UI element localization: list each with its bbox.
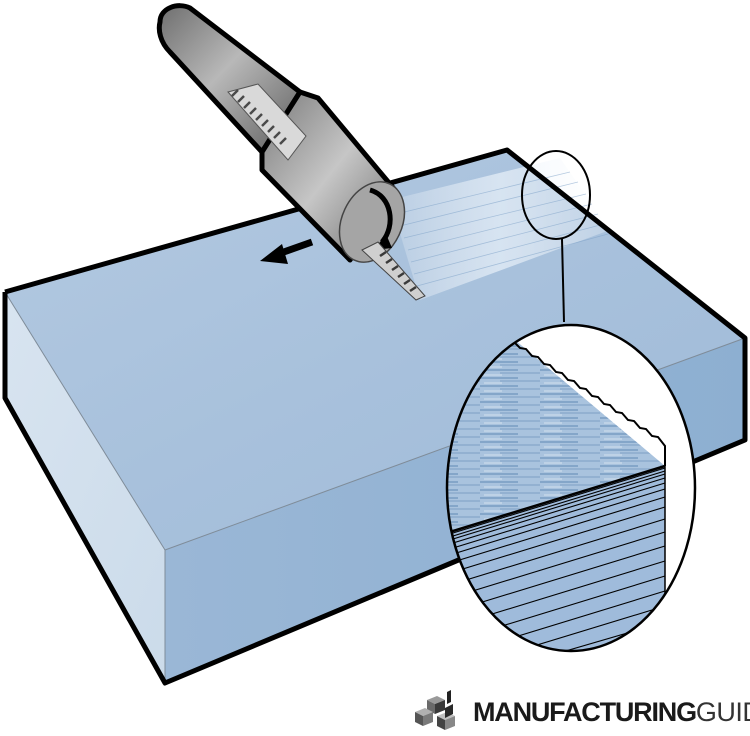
logo-brand-bold: MANUFACTURING [473,696,697,727]
milling-cutter [156,3,426,301]
detail-callout-marker [521,150,591,323]
cutter-chip [361,241,426,301]
cutter-teeth [231,89,287,145]
block-left-face [5,292,165,683]
block-outline [2,147,748,686]
milled-surface-strip [390,158,610,300]
magnified-detail-view [445,323,697,653]
cubes-logo-icon [415,690,455,730]
manufacturing-guide-logo: MANUFACTURINGGUIDE [413,690,750,734]
scalloped-edge [511,339,666,466]
feed-direction-arrow-icon [260,238,314,264]
logo-wordmark: MANUFACTURINGGUIDE [473,696,750,727]
logo-brand-light: GUIDE [695,696,750,727]
block-top-face [5,150,745,550]
